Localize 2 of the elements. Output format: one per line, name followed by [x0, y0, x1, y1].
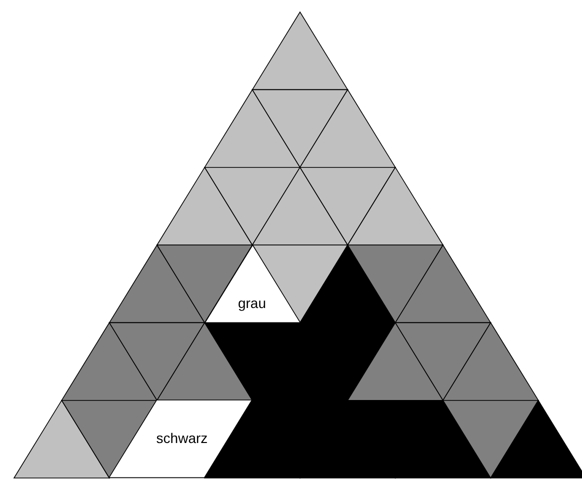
region-label: grau — [238, 294, 266, 311]
region-label: schwarz — [156, 430, 208, 446]
